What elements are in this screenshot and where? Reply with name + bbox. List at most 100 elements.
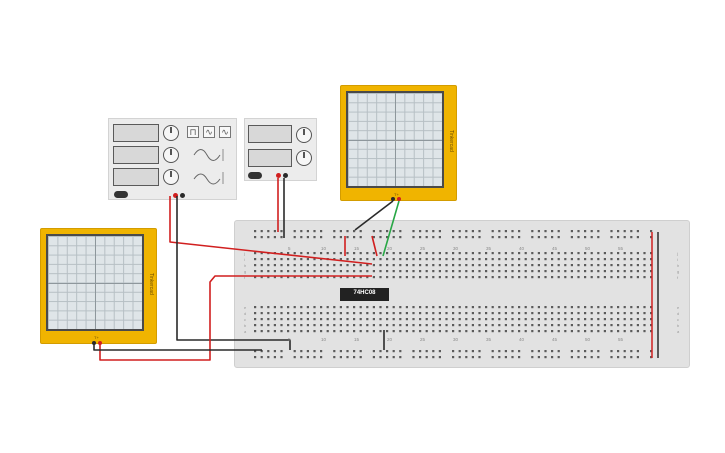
terminal-hole (564, 306, 567, 309)
terminal-hole (511, 306, 514, 309)
square-wave-button[interactable]: ⊓ (187, 126, 199, 138)
terminal-hole (491, 252, 494, 255)
terminal-hole (564, 264, 567, 267)
terminal-hole (425, 276, 428, 279)
rail-hole (636, 350, 639, 353)
column-number-top: 35 (486, 246, 492, 251)
terminal-hole (405, 324, 408, 327)
terminal-hole (623, 306, 626, 309)
fg-positive-terminal[interactable] (173, 193, 178, 198)
triangle-wave-button[interactable]: ∿ (203, 126, 215, 138)
breadboard[interactable] (234, 220, 690, 368)
terminal-hole (544, 264, 547, 267)
terminal-hole (333, 306, 336, 309)
terminal-hole (590, 330, 593, 333)
terminal-hole (551, 270, 554, 273)
rail-hole (392, 350, 395, 353)
ps-current-knob[interactable] (296, 150, 312, 166)
fg-frequency-knob[interactable] (163, 125, 179, 141)
row-letter: e (677, 305, 680, 310)
sine-wave-button[interactable]: ∿ (219, 126, 231, 138)
fg-amplitude-knob[interactable] (163, 147, 179, 163)
terminal-hole (326, 252, 329, 255)
terminal-hole (267, 312, 270, 315)
terminal-hole (326, 330, 329, 333)
terminal-hole (339, 312, 342, 315)
ps-negative-terminal[interactable] (283, 173, 288, 178)
column-number-top: 50 (585, 246, 591, 251)
row-letter: f (677, 275, 679, 280)
terminal-hole (650, 264, 653, 267)
ps-voltage-knob[interactable] (296, 127, 312, 143)
rail-hole (419, 230, 422, 233)
terminal-hole (458, 276, 461, 279)
rail-hole (551, 350, 554, 353)
column-number-bottom: 45 (552, 337, 558, 342)
terminal-hole (287, 318, 290, 321)
terminal-hole (320, 264, 323, 267)
rail-hole (306, 356, 309, 359)
terminal-hole (485, 276, 488, 279)
terminal-hole (630, 312, 633, 315)
terminal-hole (504, 270, 507, 273)
terminal-hole (491, 270, 494, 273)
oscilloscope-left[interactable]: Tinkercad T+ (40, 228, 157, 344)
terminal-hole (399, 324, 402, 327)
fg-offset-knob[interactable] (163, 169, 179, 185)
rail-hole (518, 236, 521, 239)
terminal-hole (478, 264, 481, 267)
terminal-hole (518, 264, 521, 267)
terminal-hole (280, 270, 283, 273)
terminal-hole (254, 312, 257, 315)
terminal-hole (260, 276, 263, 279)
rail-hole (412, 236, 415, 239)
ps-positive-terminal[interactable] (276, 173, 281, 178)
terminal-hole (498, 258, 501, 261)
column-number-top: 20 (387, 246, 393, 251)
terminal-hole (339, 264, 342, 267)
row-letter: i (244, 257, 245, 262)
terminal-hole (471, 252, 474, 255)
terminal-hole (452, 276, 455, 279)
chip-74hc08[interactable]: 74HC08 (340, 288, 389, 301)
terminal-hole (273, 270, 276, 273)
terminal-hole (630, 252, 633, 255)
terminal-hole (650, 270, 653, 273)
terminal-hole (273, 324, 276, 327)
rail-hole (590, 236, 593, 239)
terminal-hole (333, 270, 336, 273)
terminal-hole (313, 330, 316, 333)
terminal-hole (379, 318, 382, 321)
fg-negative-terminal[interactable] (180, 193, 185, 198)
terminal-hole (339, 258, 342, 261)
terminal-hole (372, 318, 375, 321)
terminal-hole (643, 264, 646, 267)
terminal-hole (511, 312, 514, 315)
terminal-hole (346, 258, 349, 261)
terminal-hole (590, 318, 593, 321)
function-generator[interactable]: ⊓ ∿ ∿ (108, 118, 237, 200)
terminal-hole (287, 324, 290, 327)
terminal-hole (498, 276, 501, 279)
rail-hole (267, 356, 270, 359)
terminal-hole (617, 318, 620, 321)
terminal-hole (300, 324, 303, 327)
terminal-hole (452, 324, 455, 327)
rail-hole (511, 356, 514, 359)
rail-hole (386, 236, 389, 239)
ps-power-toggle[interactable] (248, 172, 262, 179)
terminal-hole (650, 324, 653, 327)
power-supply[interactable] (244, 118, 317, 181)
terminal-hole (306, 312, 309, 315)
terminal-hole (320, 312, 323, 315)
rail-hole (412, 356, 415, 359)
terminal-hole (557, 330, 560, 333)
terminal-hole (491, 324, 494, 327)
terminal-hole (531, 324, 534, 327)
terminal-hole (386, 252, 389, 255)
rail-hole (306, 230, 309, 233)
rail-hole (359, 230, 362, 233)
rail-hole (610, 230, 613, 233)
fg-power-toggle[interactable] (114, 191, 128, 198)
probe-connector (92, 341, 96, 345)
